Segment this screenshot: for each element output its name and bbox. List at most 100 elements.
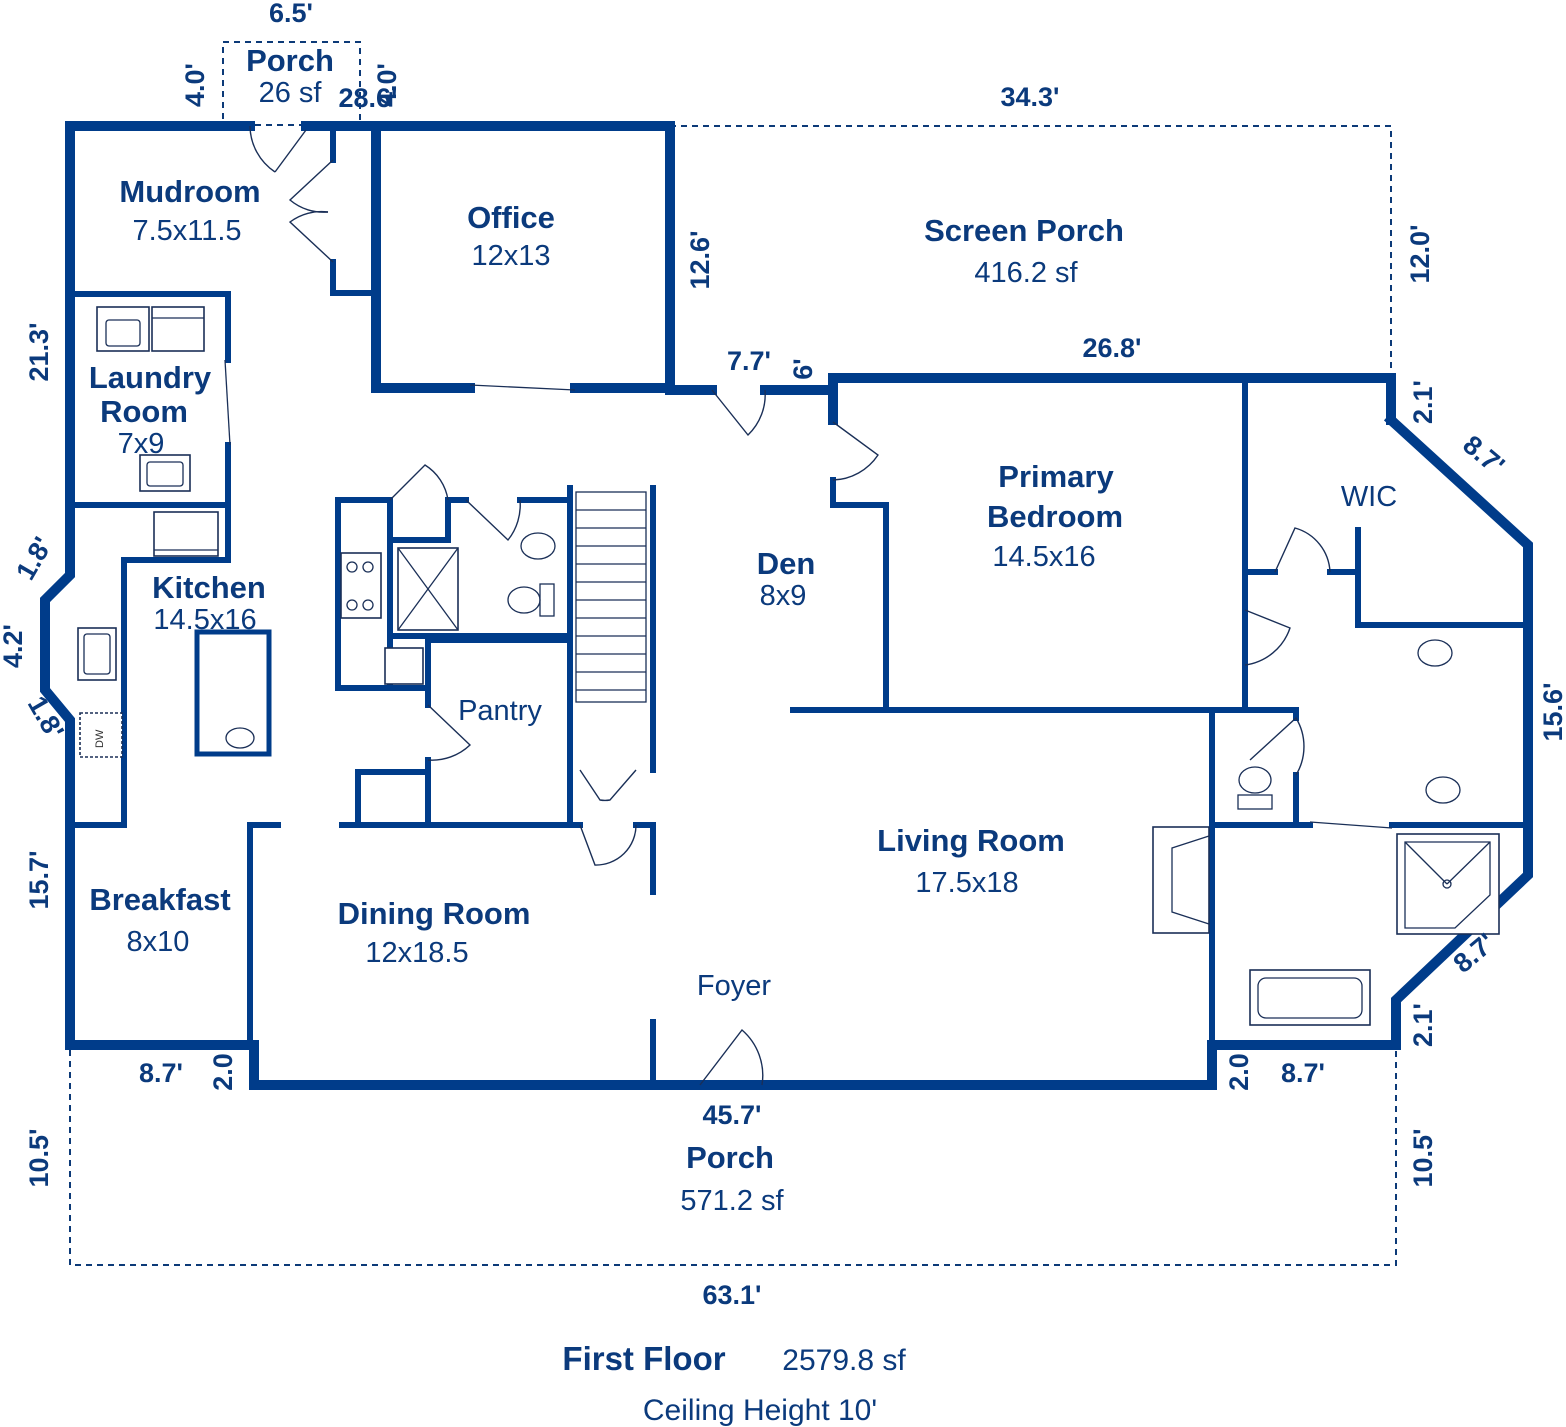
wc-door[interactable]	[1249, 716, 1305, 776]
floor-area: 2579.8 sf	[782, 1344, 906, 1377]
room-name-living: Living Room	[877, 823, 1065, 858]
front-door[interactable]	[699, 1028, 764, 1086]
stair-closet-double-door[interactable]	[579, 769, 637, 866]
master-sink-icon	[1425, 776, 1461, 804]
dim-bottom-left-len: 8.7'	[139, 1058, 183, 1088]
room-size-breakfast: 8x10	[127, 926, 190, 958]
dim-left-angle-top: 1.8'	[10, 532, 58, 585]
dim-bottom-right-jog: 2.1'	[1408, 1003, 1438, 1047]
room-size-kitchen: 14.5x16	[153, 604, 256, 636]
master-toilet-icon	[1238, 766, 1272, 794]
room-name-dining: Dining Room	[338, 896, 531, 931]
wall-pantry	[355, 769, 431, 828]
dim-bed-top: 26.8'	[1083, 333, 1142, 363]
room-name-breakfast: Breakfast	[89, 882, 230, 917]
dim-overall-width: 63.1'	[703, 1280, 762, 1310]
small-porch-outline	[222, 41, 361, 126]
room-labels: Porch 26 sf Mudroom 7.5x11.5 Office 12x1…	[89, 43, 1397, 1217]
room-size-screen-porch: 416.2 sf	[974, 257, 1078, 289]
dim-den-jog: 6'	[788, 358, 818, 379]
wall-wc	[1209, 707, 1299, 721]
dim-office-right: 12.6'	[685, 231, 715, 290]
closet-door[interactable]	[389, 464, 449, 501]
room-size-mudroom: 7.5x11.5	[132, 215, 241, 247]
wall-halfbath	[335, 497, 393, 691]
bath-sliding-door[interactable]	[1309, 821, 1393, 829]
dim-screen-right: 12.0'	[1405, 225, 1435, 284]
office-sliding-door[interactable]	[469, 384, 576, 391]
room-name-screen-porch: Screen Porch	[924, 213, 1124, 248]
island-sink-icon	[225, 727, 255, 749]
ceiling-height: Ceiling Height 10'	[643, 1394, 877, 1427]
room-size-porch-small: 26 sf	[259, 77, 323, 109]
fireplace-icon	[1152, 826, 1210, 934]
dim-porch-left-side: 10.5'	[24, 1129, 54, 1188]
wall-wic-closet	[1355, 527, 1531, 628]
mudroom-double-door[interactable]	[288, 159, 334, 263]
room-size-dining: 12x18.5	[365, 937, 468, 969]
wall-kitchen-counter	[67, 557, 127, 828]
room-name-bedroom-2: Bedroom	[987, 499, 1123, 534]
dim-bed-right-jog: 2.1'	[1408, 380, 1438, 424]
wall-mudroom-right-b	[330, 259, 379, 296]
wall-bedroom-top	[828, 373, 1396, 425]
bedroom-door[interactable]	[832, 421, 879, 481]
oven-icon	[384, 647, 424, 685]
dim-left-angle-bottom: 1.8'	[22, 691, 70, 744]
halfbath-sink-icon	[520, 532, 556, 560]
dim-left-lower: 15.7'	[24, 851, 54, 910]
dim-top-left-wall: 28.6'	[339, 83, 398, 113]
room-size-living: 17.5x18	[915, 867, 1018, 899]
refrigerator-icon	[153, 511, 219, 557]
staircase	[575, 491, 647, 703]
wall-laundry	[67, 291, 231, 363]
wall-closet	[387, 497, 469, 543]
room-name-foyer: Foyer	[697, 970, 771, 1002]
fixtures: DW	[77, 306, 1500, 1026]
dim-left-angle-mid: 4.2'	[0, 624, 28, 668]
screen-porch-outline	[670, 125, 1392, 378]
washer-icon	[96, 306, 150, 352]
dishwasher-icon	[79, 712, 123, 758]
laundry-sliding-door[interactable]	[224, 359, 231, 446]
floor-name: First Floor	[562, 1340, 725, 1377]
dryer-icon	[151, 306, 205, 352]
dim-porch-right: 4.0'	[372, 63, 402, 107]
dim-porch-top: 6.5'	[269, 0, 313, 28]
dim-screen-top: 34.3'	[1001, 82, 1060, 112]
wic-door[interactable]	[1274, 527, 1331, 573]
dishwasher-label: DW	[94, 729, 106, 748]
dim-porch-right-side: 10.5'	[1408, 1129, 1438, 1188]
room-size-bedroom: 14.5x16	[992, 541, 1095, 573]
dim-angle-top: 8.7'	[1457, 429, 1510, 480]
front-porch-outline	[69, 1045, 1397, 1266]
room-name-pantry: Pantry	[458, 695, 542, 727]
mudroom-entry-door[interactable]	[249, 125, 307, 173]
master-bath-door[interactable]	[1244, 609, 1291, 666]
halfbath-door[interactable]	[465, 499, 521, 542]
room-name-laundry-2: Room	[100, 394, 188, 429]
pantry-door[interactable]	[427, 704, 472, 761]
den-exterior-door[interactable]	[711, 389, 766, 437]
room-name-bedroom-1: Primary	[998, 459, 1114, 494]
room-size-porch-front: 571.2 sf	[680, 1185, 784, 1217]
dim-right-wall: 15.6'	[1538, 683, 1566, 742]
wall-den-right	[830, 477, 889, 713]
wall-breakfast	[247, 822, 281, 1048]
room-name-den: Den	[757, 546, 816, 581]
halfbath-toilet-icon	[507, 586, 541, 614]
doors	[224, 125, 1393, 1086]
room-name-wic: WIC	[1341, 481, 1397, 513]
plan-footer: First Floor 2579.8 sf Ceiling Height 10'	[562, 1340, 906, 1427]
room-size-laundry: 7x9	[118, 428, 165, 460]
bathtub-icon	[1249, 969, 1371, 1026]
dim-bottom-right-len: 8.7'	[1281, 1058, 1325, 1088]
room-name-porch-front: Porch	[686, 1140, 774, 1175]
wic-sink-icon	[1417, 639, 1453, 667]
dim-bottom-left-step: 2.0	[208, 1053, 238, 1091]
walls	[40, 121, 1533, 1090]
kitchen-island-icon	[194, 629, 272, 757]
range-icon	[340, 552, 382, 619]
dashed-outlines	[69, 41, 1397, 1266]
room-size-office: 12x13	[471, 240, 550, 272]
